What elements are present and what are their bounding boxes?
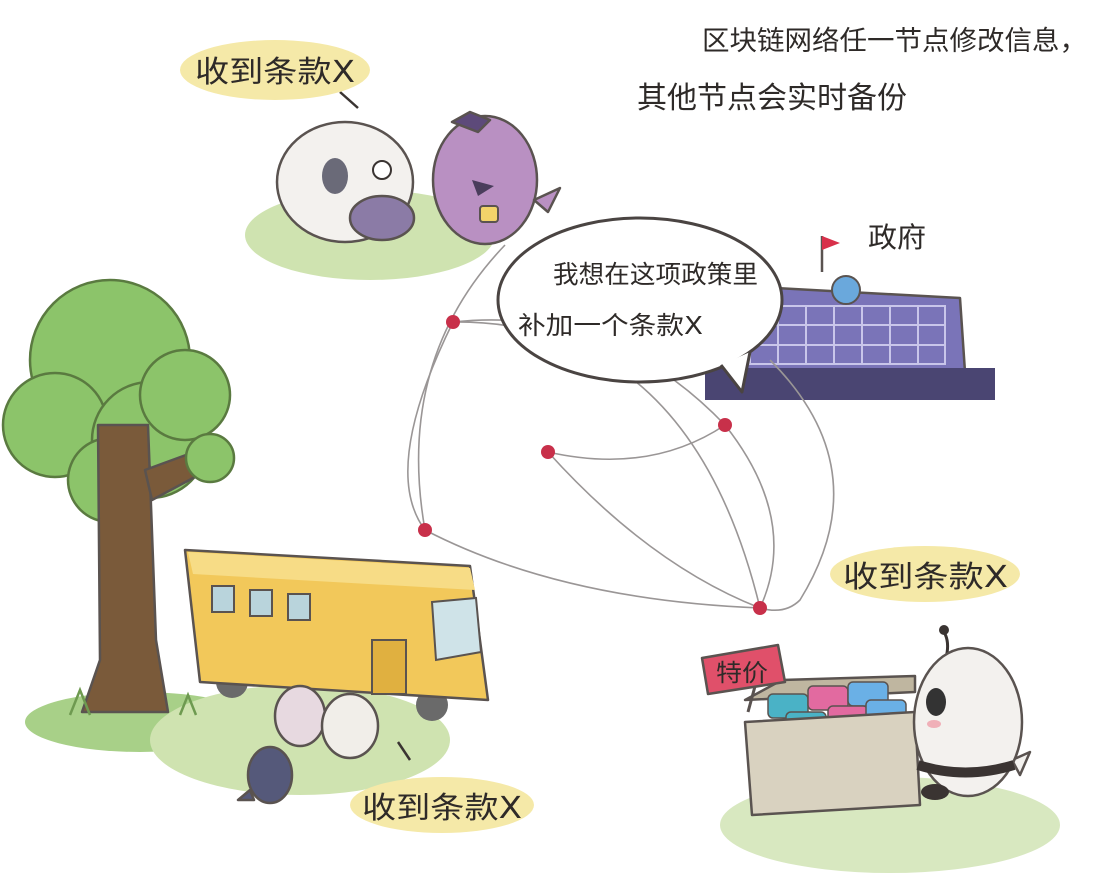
panda-bird-cheek: [927, 720, 941, 728]
label-text: 收到条款X: [362, 791, 522, 826]
bus-window: [287, 593, 311, 621]
white-bird: [320, 692, 380, 760]
bus-window: [249, 589, 273, 617]
bus-windshield: [430, 596, 483, 662]
speech-tick-bottom: [396, 741, 412, 761]
label-text: 收到条款X: [843, 560, 1008, 595]
building-window-grid: [749, 305, 946, 365]
white-bird-wing: [348, 194, 416, 242]
bus-bird-group: [236, 684, 412, 805]
network-link: [547, 424, 726, 460]
building-base: [705, 368, 995, 400]
flag: [822, 236, 840, 250]
pink-bird: [273, 684, 327, 748]
caption-line1: 区块链网络任一节点修改信息，: [702, 26, 1087, 57]
speech-bubble-tail: [719, 351, 752, 394]
bus-roof: [188, 552, 475, 590]
network-node: [418, 523, 432, 537]
label-highlight: [180, 40, 370, 100]
speech-bubble: 我想在这项政策里 补加一个条款X: [496, 216, 784, 394]
panda-bird-antenna-tip: [939, 625, 949, 635]
navy-bird: [246, 745, 294, 805]
white-bird-eye: [372, 160, 392, 180]
label-bottom: 收到条款X: [350, 777, 534, 833]
caption: 区块链网络任一节点修改信息， 其他节点会实时备份: [637, 26, 1087, 116]
network-node: [446, 315, 460, 329]
tree: [1, 278, 236, 716]
speech-bubble-line2: 补加一个条款X: [518, 311, 703, 340]
panda-bird-tail: [1010, 750, 1032, 777]
stall: 特价: [700, 643, 922, 817]
price-sign-text: 特价: [716, 659, 768, 687]
top-bird-group: [275, 91, 562, 246]
purple-bird-beak: [472, 180, 494, 196]
purple-bird-tail: [532, 186, 562, 214]
purple-bird-tuft: [450, 110, 492, 134]
network-nodes: [418, 315, 767, 615]
price-sign: [700, 643, 787, 696]
stall-box: [743, 710, 922, 817]
building-dome: [831, 275, 861, 305]
network-link: [759, 359, 835, 611]
network-node: [753, 601, 767, 615]
network-link: [547, 451, 761, 609]
branch-leaf-cluster: [184, 432, 236, 484]
speech-bubble-shape: [496, 216, 784, 384]
network-node: [541, 445, 555, 459]
panda-bird-scarf: [916, 760, 1016, 778]
speech-bubble-line1: 我想在这项政策里: [553, 260, 758, 289]
panda-bird: [912, 625, 1032, 800]
label-right: 收到条款X: [830, 546, 1020, 602]
label-highlight: [830, 546, 1020, 602]
white-bird-eye-patch: [322, 158, 348, 194]
tree-root-grass: [68, 686, 198, 716]
canopy-blob: [138, 348, 232, 442]
label-top-left: 收到条款X: [180, 40, 370, 100]
network-node: [718, 418, 732, 432]
label-text: 收到条款X: [195, 55, 355, 90]
bus-body: [183, 548, 490, 702]
tree-trunk: [80, 423, 170, 714]
bus-window: [211, 585, 235, 613]
panda-bird-foot: [921, 784, 949, 800]
navy-bird-tail: [236, 788, 256, 802]
bus-door: [371, 639, 407, 695]
label-highlight: [350, 777, 534, 833]
purple-bird-body: [431, 114, 539, 246]
network-link: [424, 529, 761, 609]
purple-bird-bag: [479, 205, 499, 223]
network-link: [407, 321, 454, 531]
government-label: 政府: [868, 221, 926, 254]
bus: [183, 548, 490, 721]
panda-bird-body: [912, 646, 1024, 798]
network-link: [724, 424, 775, 609]
network-link: [417, 244, 506, 531]
caption-line2: 其他节点会实时备份: [637, 81, 907, 116]
panda-bird-eye-patch: [926, 688, 946, 716]
speech-tick-top: [339, 91, 359, 109]
